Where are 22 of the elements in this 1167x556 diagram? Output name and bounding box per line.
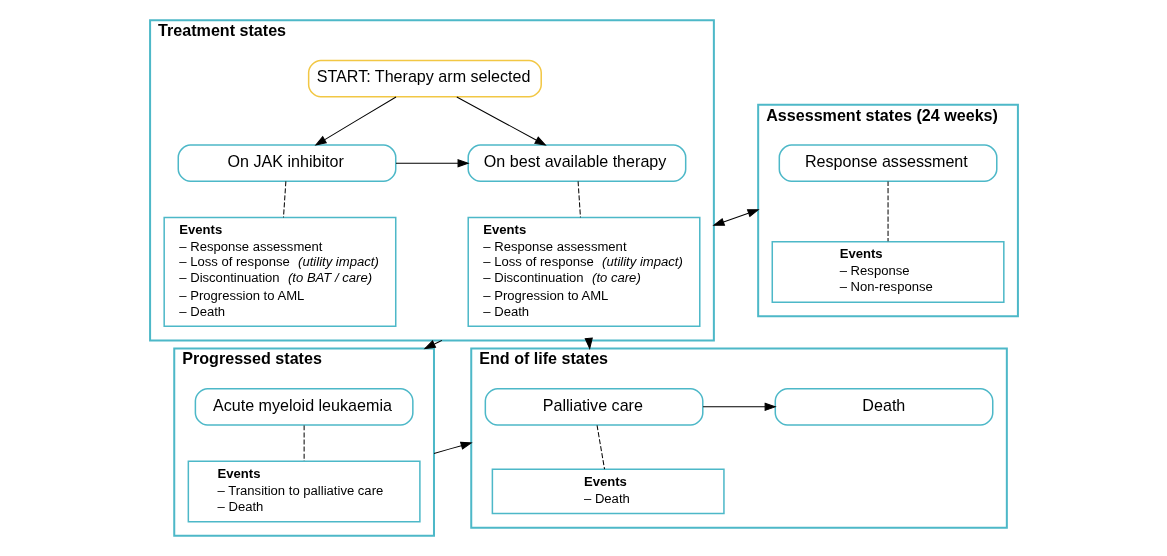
node-box: Events – Transition to palliative care – Death: [187, 460, 421, 523]
arrow: [423, 339, 442, 350]
arrow: [314, 96, 397, 146]
node-box: On JAK inhibitor: [177, 144, 396, 183]
arrow: [395, 159, 470, 168]
arrow: [433, 441, 473, 454]
connector: [596, 424, 605, 470]
arrow: [455, 96, 547, 146]
node-box: Acute myeloid leukaemia: [194, 388, 414, 426]
node-box: Death: [774, 388, 993, 426]
node-box: Palliative care: [484, 388, 704, 426]
node-box: Events – Response – Non-response: [771, 241, 1005, 303]
node-box: Events – Response assessment – Loss of response (utility impact) – Discontinuation (to BAT / care) – Progression to AML – Death: [162, 216, 396, 328]
arrow: [702, 402, 777, 412]
node-box: Events – Death: [491, 468, 725, 515]
node-box: Events – Response assessment – Loss of response (utility impact) – Discontinuation (to care) – Progression to AML – Death: [466, 216, 701, 328]
connector: [577, 180, 581, 218]
node-box: Response assessment: [778, 144, 998, 183]
node-box: On best available therapy: [466, 144, 686, 183]
arrow: [711, 209, 760, 226]
connector: [282, 180, 286, 218]
node-box: START: Therapy arm selected: [307, 59, 542, 98]
